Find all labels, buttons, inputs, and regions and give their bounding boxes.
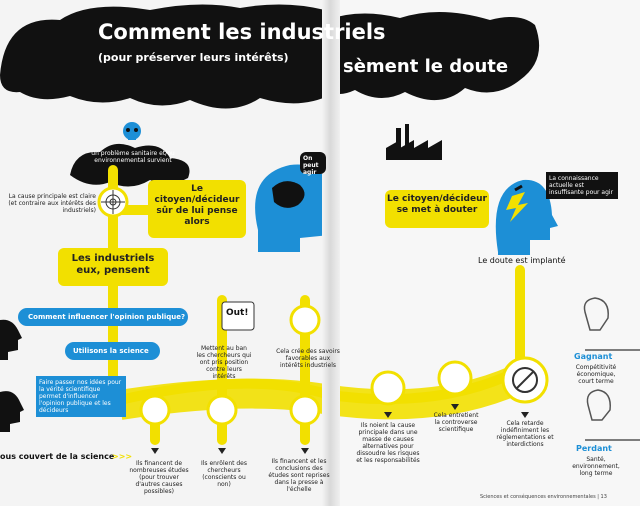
page-spine (322, 0, 340, 506)
brain-icon (272, 181, 305, 208)
comment-pill: Comment influencer l'opinion publique? (18, 308, 188, 326)
outline-heads (583, 297, 640, 441)
entretient-label: Cela entretient la controverse scientifi… (433, 412, 479, 433)
title-line-1: Comment les industriels (98, 20, 386, 44)
out-label: Out! (226, 308, 249, 318)
citizen-right-box: Le citoyen/décideur se met à douter (385, 190, 489, 228)
left-dark-cloud (0, 4, 330, 109)
faire-passer-box: Faire passer nos idées pour la vérité sc… (36, 376, 126, 417)
gagnant-desc: Compétitivité économique, court terme (575, 364, 617, 385)
target-icon (101, 190, 125, 214)
right-dark-cloud (326, 11, 540, 101)
cause-clear-label: La cause principale est claire (et contr… (8, 193, 96, 214)
perdant-desc: Santé, environnement, long terme (572, 456, 620, 477)
utilisons-pill: Utilisons la science (65, 342, 160, 360)
skull-icon (123, 122, 141, 140)
problem-label: un problème sanitaire et/ou environnemen… (91, 150, 175, 164)
citizen-left-box: Le citoyen/décideur sûr de lui pense alo… (148, 180, 246, 238)
mettent-ban-label: Mettent au ban les chercheurs qui ont pr… (196, 345, 252, 380)
entolent-label: Ils enrôlent des chercheurs (conscients … (200, 460, 248, 488)
cela-cree-label: Cela crée des savoirs favorables aux int… (276, 348, 340, 369)
forbidden-icon (512, 367, 538, 393)
ils-financent2-label: Ils financent et les conclusions des étu… (268, 458, 330, 493)
on-peut-bubble: On peut agir (300, 152, 326, 176)
icon-circles (97, 186, 549, 426)
noient-label: Ils noient la cause principale dans une … (356, 422, 420, 464)
sous-couvert-label: ous couvert de la science (0, 452, 115, 461)
down-arrows (151, 404, 529, 454)
page-footer: Sciences et conséquences environnemental… (480, 494, 607, 500)
arrows-label: >>> (112, 452, 133, 461)
black-heads (0, 319, 24, 432)
factory-icon (386, 124, 442, 160)
gagnant-label: Gagnant (574, 352, 613, 361)
retarde-label: Cela retarde indéfiniment les réglementa… (496, 420, 554, 448)
financent-label: Ils financent de nombreuses études (pour… (129, 460, 189, 495)
industriels-box: Les industriels eux, pensent (58, 248, 168, 286)
lightning-icon (506, 192, 528, 222)
subtitle: (pour préserver leurs intérêts) (98, 51, 289, 64)
small-cloud (70, 143, 190, 187)
title-line-2: sèment le doute (343, 56, 509, 77)
doute-label: Le doute est implanté (478, 256, 566, 265)
perdant-label: Perdant (576, 444, 612, 453)
out-card (221, 301, 255, 331)
connaissance-box: La connaissance actuelle est insuffisant… (546, 172, 618, 199)
